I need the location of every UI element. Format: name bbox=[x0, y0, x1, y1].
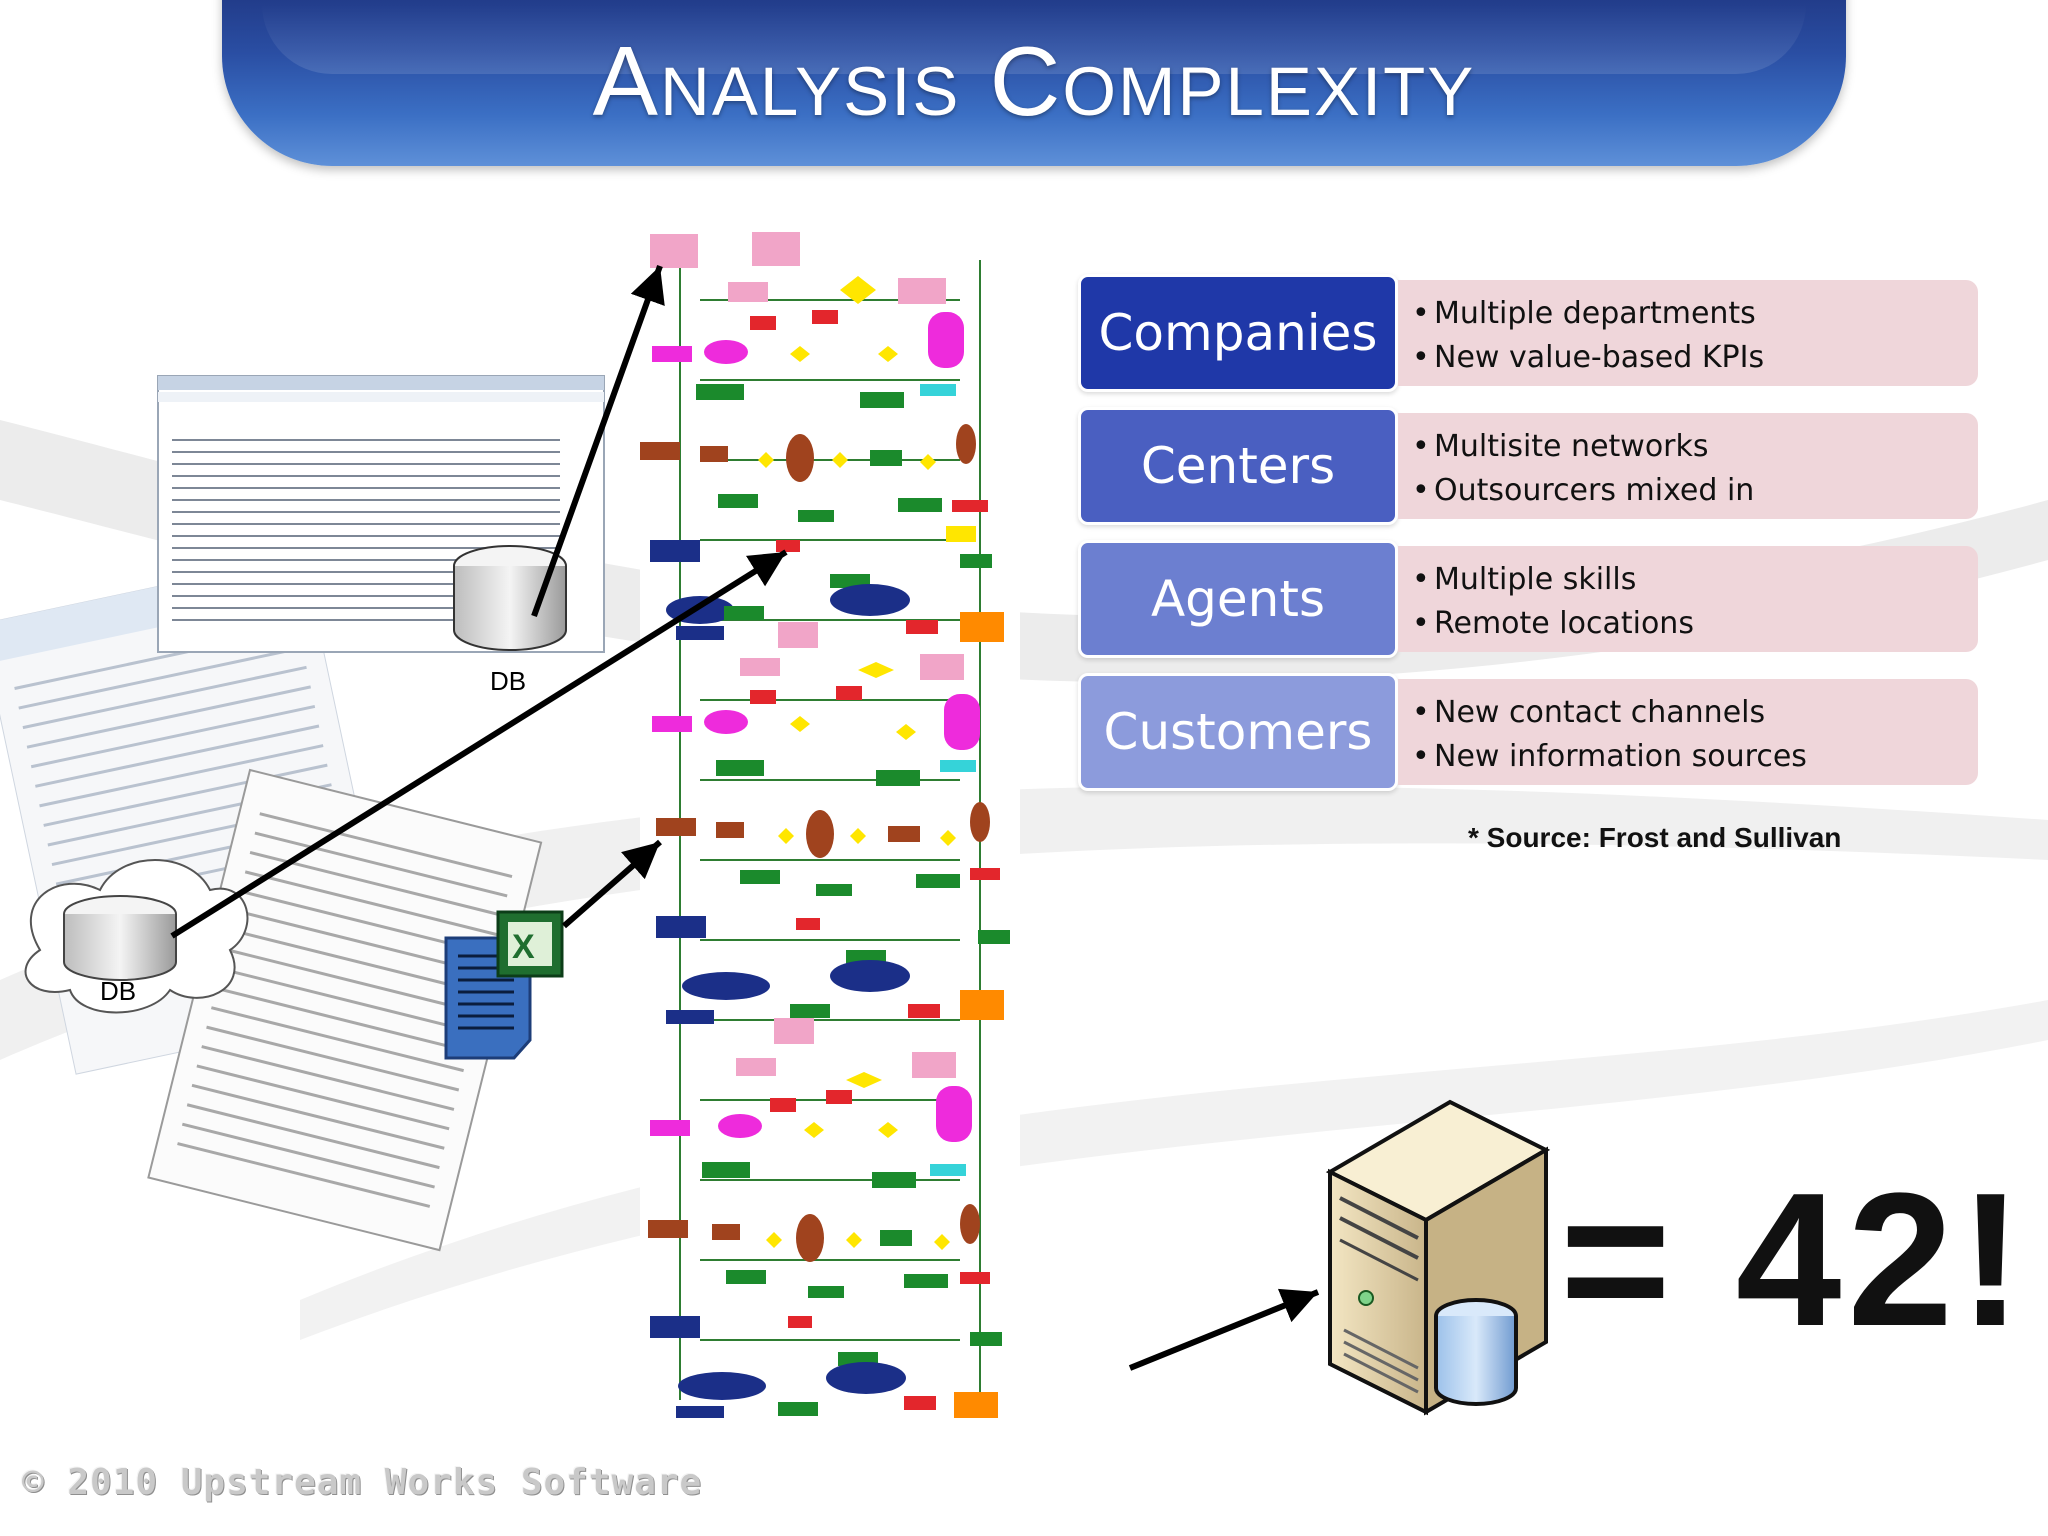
source-note: * Source: Frost and Sullivan bbox=[1468, 822, 1842, 853]
category-label-box: Centers bbox=[1078, 407, 1398, 525]
category-bullets-panel: Multiple departments New value-based KPI… bbox=[1398, 280, 1978, 386]
db-label-top: DB bbox=[490, 666, 527, 696]
svg-text:X: X bbox=[512, 928, 535, 966]
category-bullets-panel: Multiple skills Remote locations bbox=[1398, 546, 1978, 652]
bullet-item: Multiple departments bbox=[1412, 292, 1978, 336]
bullet-item: Remote locations bbox=[1412, 602, 1978, 646]
category-bullets-panel: Multisite networks Outsourcers mixed in bbox=[1398, 413, 1978, 519]
category-row-companies: Companies Multiple departments New value… bbox=[1078, 274, 1978, 392]
bullet-item: Multisite networks bbox=[1412, 425, 1978, 469]
category-row-centers: Centers Multisite networks Outsourcers m… bbox=[1078, 407, 1978, 525]
flowchart-image bbox=[640, 232, 1020, 1422]
bullet-item: New information sources bbox=[1412, 735, 1978, 779]
cloud-db-icon bbox=[24, 859, 249, 1014]
copyright-footer: © 2010 Upstream Works Software bbox=[22, 1462, 703, 1503]
title-bar bbox=[222, 0, 1846, 166]
category-label-box: Agents bbox=[1078, 540, 1398, 658]
category-label-box: Companies bbox=[1078, 274, 1398, 392]
category-row-agents: Agents Multiple skills Remote locations bbox=[1078, 540, 1978, 658]
report-table-image bbox=[157, 375, 605, 653]
db-cylinder-icon bbox=[453, 545, 567, 651]
bullet-item: Multiple skills bbox=[1412, 558, 1978, 602]
slide-title: Analysis Complexity bbox=[592, 26, 1476, 136]
server-database-icon bbox=[1325, 1099, 1551, 1416]
bullet-item: Outsourcers mixed in bbox=[1412, 469, 1978, 513]
db-label-cloud: DB bbox=[100, 976, 137, 1006]
category-row-customers: Customers New contact channels New infor… bbox=[1078, 673, 1978, 791]
category-label-box: Customers bbox=[1078, 673, 1398, 791]
data-flow-arrows bbox=[170, 264, 1320, 1371]
category-bullets-panel: New contact channels New information sou… bbox=[1398, 679, 1978, 785]
result-text: = 42! bbox=[1560, 1154, 2029, 1366]
bullet-item: New contact channels bbox=[1412, 691, 1978, 735]
bullet-item: New value-based KPIs bbox=[1412, 336, 1978, 380]
excel-icon: X bbox=[496, 910, 564, 978]
